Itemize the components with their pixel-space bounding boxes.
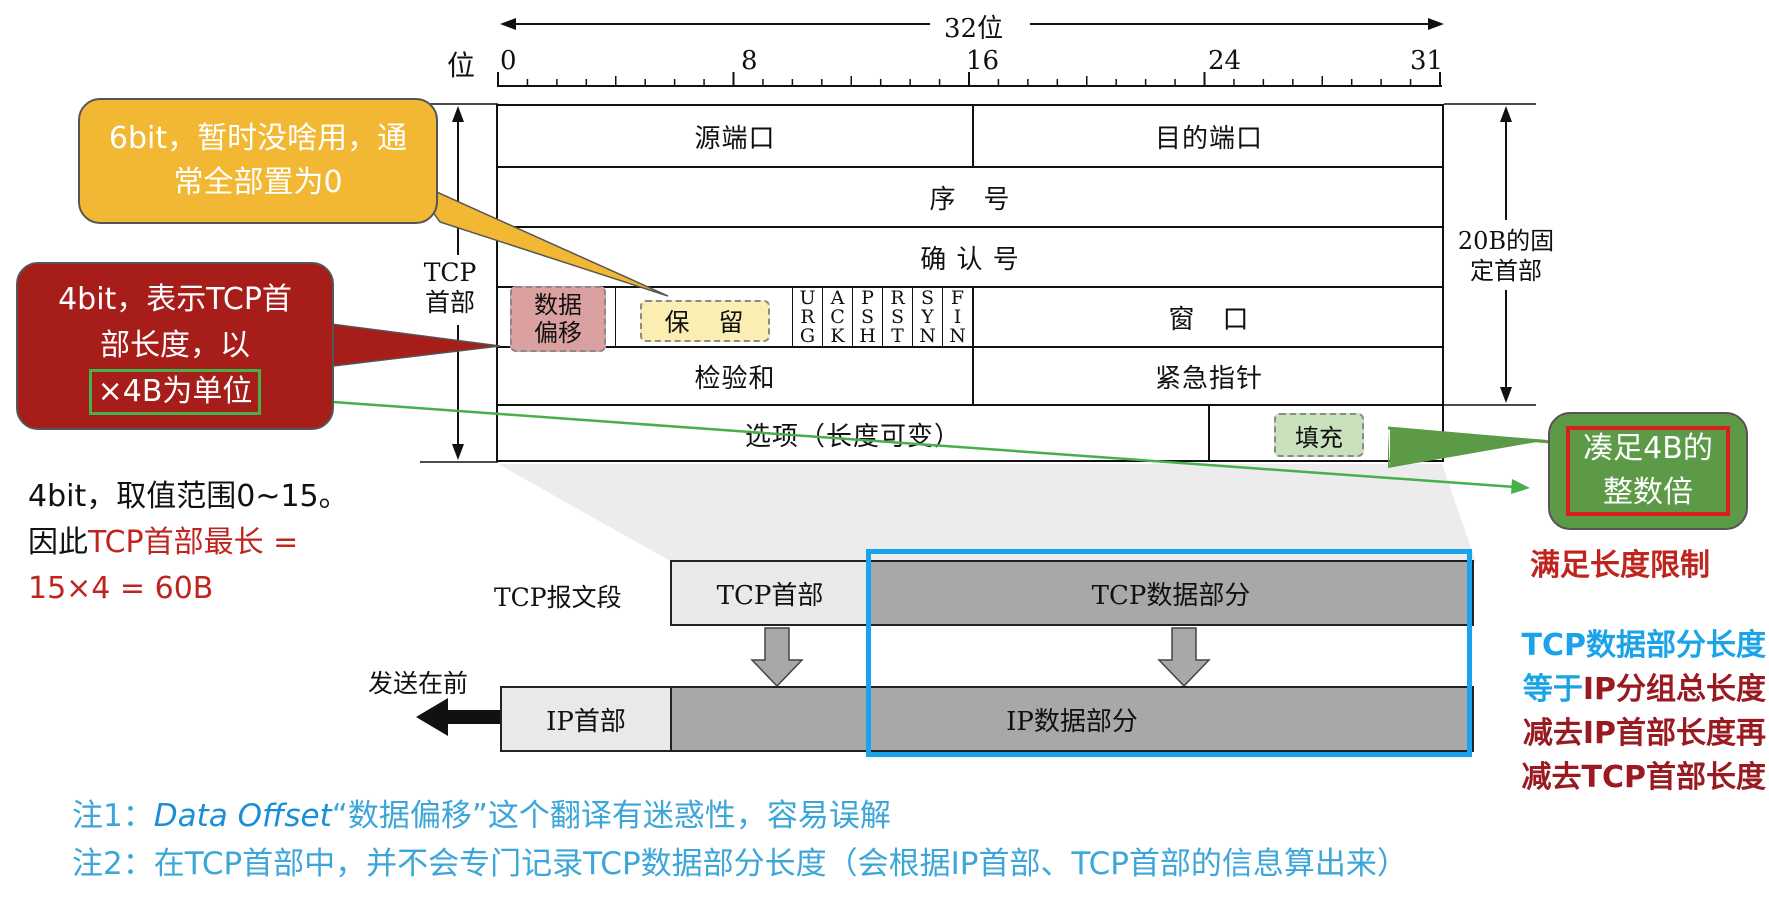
tcp-data-block: TCP数据部分 [868, 560, 1474, 626]
checksum-field: 检验和 [694, 363, 776, 394]
note-1-text: “数据偏移”这个翻译有迷惑性，容易误解 [331, 798, 891, 834]
range-note-line2: 因此TCP首部最长 = [28, 520, 349, 566]
padding-field: 填充 [1274, 413, 1364, 457]
tick-label-24: 24 [1208, 46, 1242, 76]
length-note-line2-b: IP分组总长度 [1582, 672, 1766, 707]
note-1: 注1：Data Offset“数据偏移”这个翻译有迷惑性，容易误解 [72, 792, 1408, 840]
row-options: 选项（长度可变） [498, 406, 1442, 462]
seq-field: 序 号 [929, 184, 1011, 215]
src-port-field: 源端口 [694, 123, 776, 154]
data-length-highlight [866, 549, 1472, 757]
bit-ruler [497, 18, 1444, 87]
options-field: 选项（长度可变） [744, 421, 961, 452]
tick-label-16: 16 [966, 46, 1000, 76]
range-note-line2-b: TCP首部最长 = [88, 525, 299, 560]
length-note-line3: 减去IP首部长度再 [1522, 716, 1766, 751]
tick-label-8: 8 [741, 46, 758, 76]
row-checksum: 检验和 紧急指针 [498, 348, 1442, 406]
length-note-line1: TCP数据部分长度 [1521, 628, 1766, 663]
padding-cell [1208, 406, 1444, 462]
offset-unit-highlight: ×4B为单位 [88, 369, 262, 415]
length-note: TCP数据部分长度 等于IP分组总长度 减去IP首部长度再 减去TCP首部长度 [1476, 624, 1766, 800]
note-2: 注2：在TCP首部中，并不会专门记录TCP数据部分长度（会根据IP首部、TCP首… [72, 846, 1408, 882]
send-first-label: 发送在前 [368, 669, 469, 698]
bit-width-label: 32位 [940, 8, 1008, 45]
tcp-header-block: TCP首部 [670, 560, 870, 626]
range-note: 4bit，取值范围0~15。 因此TCP首部最长 = 15×4 = 60B [28, 474, 349, 612]
fixed-header-bracket [1444, 103, 1536, 406]
padding-callout: 凑足4B的整数倍 [1548, 412, 1748, 530]
tcp-header-bracket [420, 103, 498, 463]
window-field: 窗 口 [972, 288, 1444, 346]
padding-callout-text: 凑足4B的整数倍 [1583, 431, 1713, 510]
note-1-term: Data Offset [153, 798, 332, 834]
tick-label-0: 0 [500, 46, 517, 76]
length-note-line2-a: 等于 [1522, 672, 1583, 707]
padding-callout-frame: 凑足4B的整数倍 [1566, 426, 1730, 516]
fixed-header-side-label: 20B的固定首部 [1457, 227, 1555, 285]
data-offset-callout: 4bit，表示TCP首部长度，以 ×4B为单位 [16, 262, 334, 430]
data-offset-callout-text: 4bit，表示TCP首部长度，以 [58, 282, 292, 363]
reserved-callout: 6bit，暂时没啥用，通常全部置为0 [78, 98, 438, 224]
bit-unit-label: 位 [447, 49, 476, 82]
data-offset-cell [498, 288, 616, 346]
ip-data-block: IP数据部分 [670, 686, 1474, 752]
range-note-line3: 15×4 = 60B [28, 571, 214, 606]
data-offset-field: 数据偏移 [510, 286, 606, 352]
urgent-pointer-field: 紧急指针 [972, 348, 1444, 404]
footnotes: 注1：Data Offset“数据偏移”这个翻译有迷惑性，容易误解 注2：在TC… [72, 792, 1408, 888]
range-note-line2-a: 因此 [28, 525, 88, 560]
range-note-line1: 4bit，取值范围0~15。 [28, 479, 349, 514]
tick-label-31: 31 [1410, 46, 1444, 76]
ack-field: 确 认 号 [920, 244, 1020, 275]
length-note-line4: 减去TCP首部长度 [1521, 760, 1766, 795]
reserved-field: 保 留 [640, 300, 770, 342]
row-seq: 序 号 [498, 168, 1442, 228]
note-1-prefix: 注1： [72, 798, 154, 834]
row-ports: 源端口 目的端口 [498, 106, 1442, 168]
tcp-header-side-label: TCP首部 [423, 258, 477, 317]
length-note-line2: 等于IP分组总长度 [1476, 668, 1766, 712]
dst-port-field: 目的端口 [972, 106, 1444, 166]
reserved-callout-text: 6bit，暂时没啥用，通常全部置为0 [108, 121, 408, 200]
padding-subnote: 满足长度限制 [1530, 548, 1710, 583]
tcp-segment-label: TCP报文段 [494, 583, 622, 612]
row-ack: 确 认 号 [498, 228, 1442, 288]
ip-header-block: IP首部 [500, 686, 672, 752]
